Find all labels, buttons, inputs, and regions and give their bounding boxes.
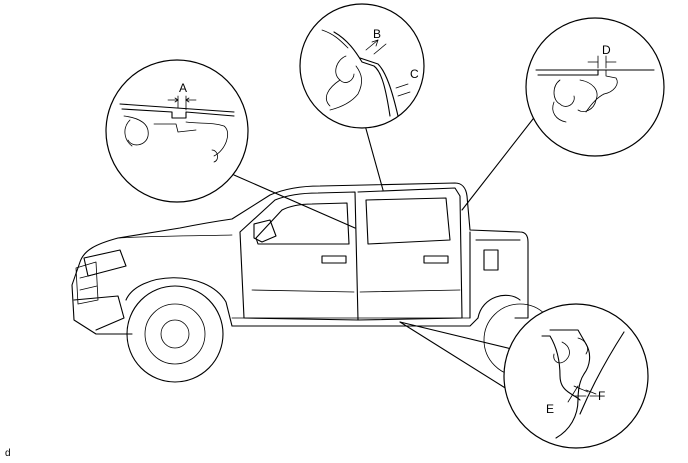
label-c: C (410, 67, 419, 81)
pickup-truck-side-view (71, 182, 557, 383)
figure-reference: d (5, 448, 11, 459)
label-e: E (546, 402, 554, 416)
detail-circle-d: D (525, 17, 665, 157)
label-a: A (179, 81, 187, 95)
detail-circle-e-f: E F (503, 303, 649, 449)
detail-circle-a: A (105, 59, 249, 203)
label-d: D (602, 43, 611, 57)
label-b: B (373, 27, 381, 41)
leader-lines (233, 109, 541, 407)
detail-circle-b-c: B C (299, 3, 425, 129)
label-f: F (598, 389, 605, 403)
